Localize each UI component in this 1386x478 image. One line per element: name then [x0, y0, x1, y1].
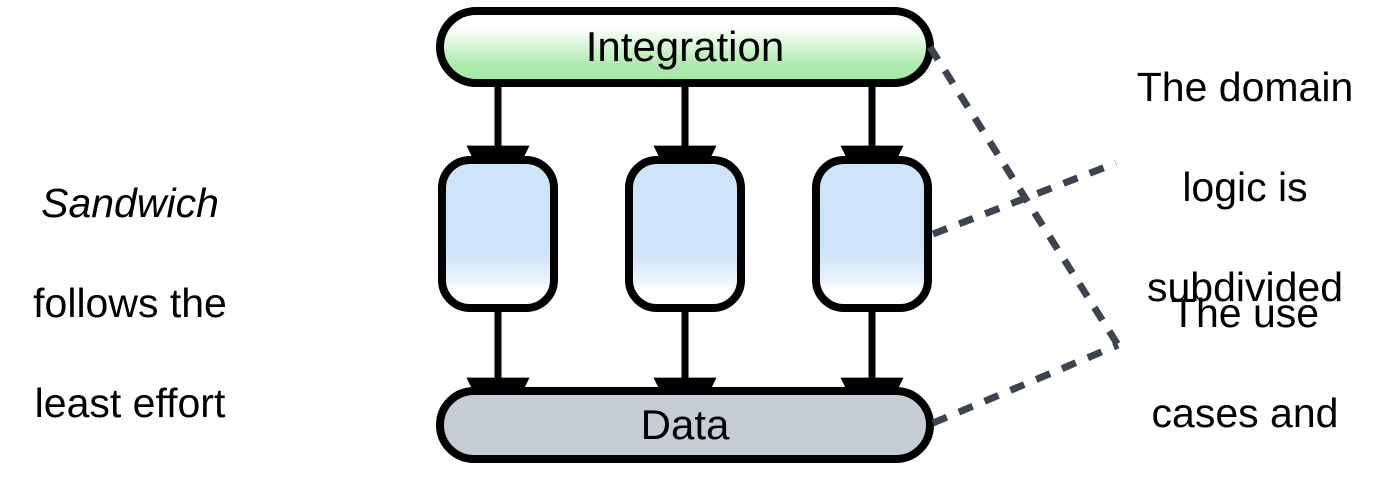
- note-left-line-1: Sandwich: [41, 180, 219, 226]
- domain-logic-note: The domain logic is subdivided: [1108, 12, 1382, 362]
- arrow-group-bottom: [466, 309, 904, 442]
- node-usecase-3[interactable]: [812, 156, 932, 312]
- leader-line-cohesive-data: [931, 341, 1120, 427]
- leader-line-cohesive-integration: [927, 45, 1121, 347]
- note-left-line-3: least effort: [34, 380, 226, 426]
- note-right-top-line-2: logic is: [1182, 164, 1308, 210]
- note-right-top-line-3: subdivided: [1146, 264, 1344, 310]
- node-usecase-2[interactable]: [625, 156, 745, 312]
- note-right-top-line-1: The domain: [1136, 64, 1354, 110]
- node-usecase-1[interactable]: [438, 156, 558, 312]
- sandwich-effort-note: Sandwich follows the least effort mode: [2, 128, 258, 478]
- arrow-group-top: [466, 84, 904, 210]
- leader-line-group: [927, 45, 1121, 427]
- node-data[interactable]: [436, 387, 934, 463]
- cohesion-note: The use cases and data are cohesive: [1108, 238, 1382, 478]
- node-integration-label: Integration: [585, 23, 785, 70]
- node-data-label: Data: [640, 401, 730, 448]
- note-right-bottom-line-2: cases and: [1151, 390, 1339, 436]
- note-right-bottom-line-1: The use: [1170, 290, 1320, 336]
- note-left-line-2: follows the: [33, 280, 227, 326]
